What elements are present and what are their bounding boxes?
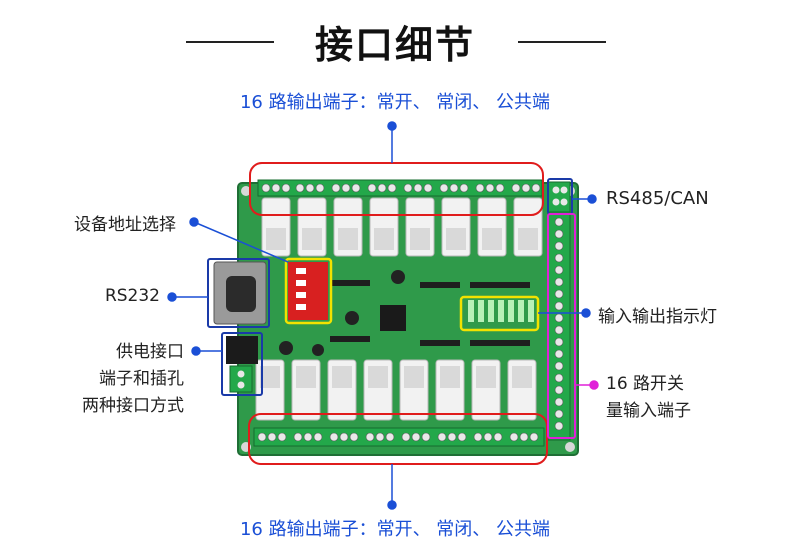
terminal-block-icon: [547, 213, 571, 441]
label-inputs-line1: 16 路开关: [606, 374, 685, 394]
outline-bottom-outputs: [248, 413, 548, 465]
label-power-line2: 端子和插孔: [99, 369, 184, 389]
dc-jack-icon: [226, 336, 258, 393]
dip-switch-icon: [288, 262, 328, 320]
label-inputs: 16 路开关 量输入端子: [606, 371, 691, 425]
label-rs485: RS485/CAN: [606, 188, 709, 209]
label-bottom-outputs: 16 路输出端子：常开、 常闭、 公共端: [239, 519, 551, 540]
label-power: 供电接口 端子和插孔 两种接口方式: [0, 339, 184, 420]
label-power-line1: 供电接口: [116, 342, 184, 362]
outline-top-outputs: [249, 162, 544, 216]
title-rule-right: [518, 41, 606, 43]
page-title: 接口细节: [314, 23, 475, 67]
outline-inputs: [547, 213, 576, 439]
label-top-outputs: 16 路输出端子：常开、 常闭、 公共端: [239, 92, 551, 113]
outline-power: [221, 332, 263, 396]
title-rule-left: [186, 41, 274, 43]
mcu-chip: [380, 305, 406, 331]
label-inputs-line2: 量输入端子: [606, 401, 691, 421]
label-rs232: RS232: [104, 286, 160, 306]
terminal-block-icon: [253, 427, 545, 447]
db9-connector-icon: [213, 261, 267, 325]
label-address: 设备地址选择: [74, 215, 176, 235]
label-indicators: 输入输出指示灯: [598, 307, 717, 327]
led-icon: [468, 300, 534, 322]
terminal-block-icon: [257, 179, 543, 197]
mount-hole: [241, 186, 251, 196]
outline-dip: [284, 257, 333, 325]
label-power-line3: 两种接口方式: [82, 396, 184, 416]
mount-hole: [565, 442, 575, 452]
outline-rs232: [207, 258, 270, 328]
